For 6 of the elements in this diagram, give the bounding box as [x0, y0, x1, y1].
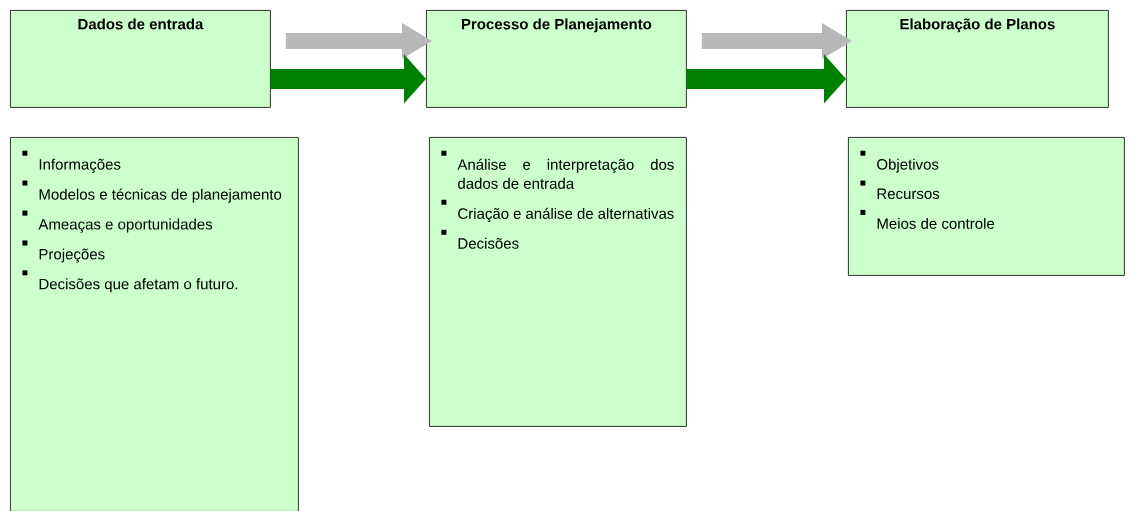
title-box: Dados de entrada: [10, 10, 271, 108]
bullet-list-box: Informações Modelos e técnicas de planejamento Ameaças e oportunidades Projeções Decisões que afetam o futuro.: [10, 137, 299, 511]
title-box: Processo de Planejamento: [426, 10, 687, 108]
bullet-list-box: Análise e interpretação dos dados de entrada Criação e análise de alternativas Decisões: [429, 137, 687, 427]
title-box: Elaboração de Planos: [846, 10, 1109, 108]
bullet-list-box: Objetivos Recursos Meios de controle: [848, 137, 1125, 276]
